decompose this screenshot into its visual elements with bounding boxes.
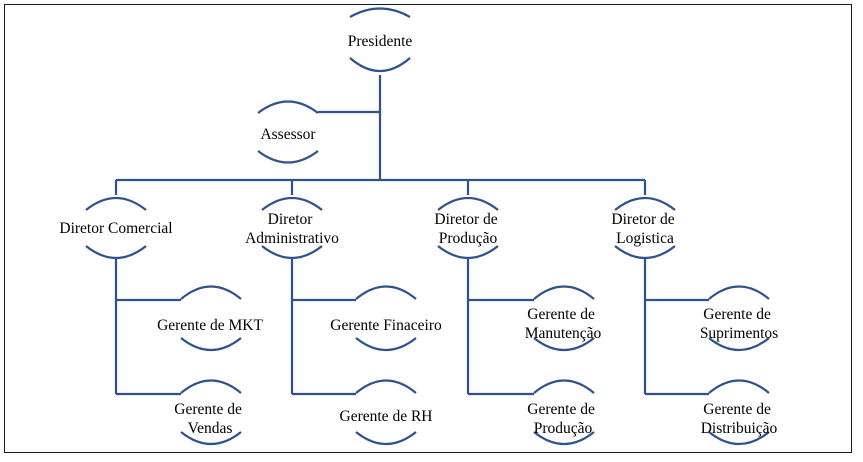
director-2-shape bbox=[261, 197, 323, 259]
node-labels: Presidente Assessor Diretor Comercial Di… bbox=[59, 33, 778, 437]
director-4-label: Diretor de Logistica bbox=[611, 211, 678, 247]
president-shape bbox=[349, 7, 411, 72]
advisor-shape bbox=[257, 100, 319, 164]
manager-1a-shape bbox=[180, 285, 242, 351]
director-2-label: Diretor Administrativo bbox=[245, 211, 339, 247]
director-1-shape bbox=[85, 197, 147, 259]
director-4-shape bbox=[614, 197, 676, 259]
manager-1b-label: Gerente de Vendas bbox=[174, 401, 245, 437]
manager-2a-shape bbox=[355, 285, 417, 351]
manager-4b-shape bbox=[708, 379, 770, 445]
connectors bbox=[114, 75, 709, 396]
manager-4a-label: Gerente de Suprimentos bbox=[700, 306, 778, 342]
node-shapes bbox=[85, 7, 770, 445]
president-label: Presidente bbox=[348, 33, 413, 50]
manager-2b-shape bbox=[355, 379, 417, 445]
manager-2b-label: Gerente de RH bbox=[340, 408, 433, 425]
manager-3a-shape bbox=[533, 285, 595, 351]
manager-3b-label: Gerente de Produção bbox=[527, 401, 598, 437]
manager-4b-label: Gerente de Distribuição bbox=[701, 401, 778, 437]
manager-4a-shape bbox=[708, 285, 770, 351]
manager-3a-label: Gerente de Manutenção bbox=[525, 306, 602, 342]
manager-3b-shape bbox=[533, 379, 595, 445]
advisor-label: Assessor bbox=[260, 126, 316, 143]
chart-frame bbox=[4, 4, 852, 453]
director-3-shape bbox=[437, 197, 499, 259]
manager-1a-label: Gerente de MKT bbox=[157, 317, 263, 334]
manager-1b-shape bbox=[180, 379, 242, 445]
director-3-label: Diretor de Produção bbox=[434, 211, 501, 247]
manager-2a-label: Gerente Finaceiro bbox=[330, 317, 442, 334]
director-1-label: Diretor Comercial bbox=[59, 220, 172, 237]
